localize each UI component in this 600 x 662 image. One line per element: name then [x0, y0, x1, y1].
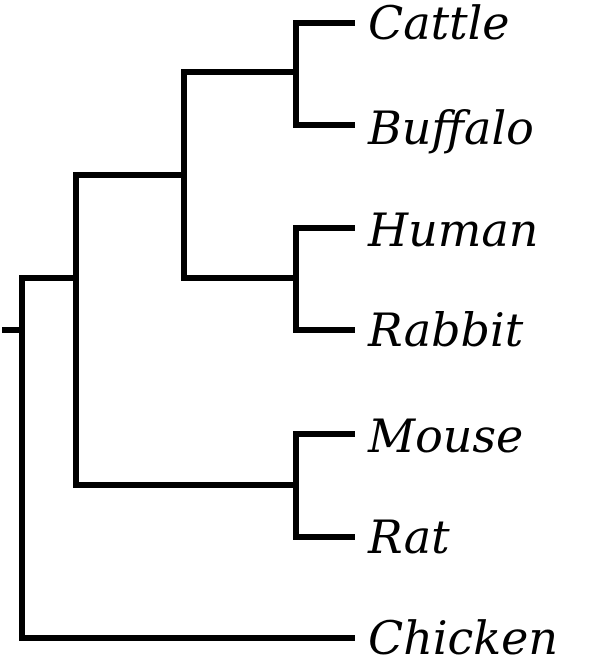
taxon-label-human: Human — [367, 203, 538, 257]
taxon-label-chicken: Chicken — [368, 611, 558, 662]
taxon-label-mouse: Mouse — [367, 409, 523, 463]
taxon-label-buffalo: Buffalo — [367, 101, 534, 155]
taxon-labels: Cattle Buffalo Human Rabbit Mouse Rat Ch… — [367, 0, 558, 662]
taxon-label-cattle: Cattle — [368, 0, 510, 50]
tree-branches — [2, 20, 355, 641]
taxon-label-rabbit: Rabbit — [367, 303, 524, 357]
taxon-label-rat: Rat — [367, 510, 450, 564]
